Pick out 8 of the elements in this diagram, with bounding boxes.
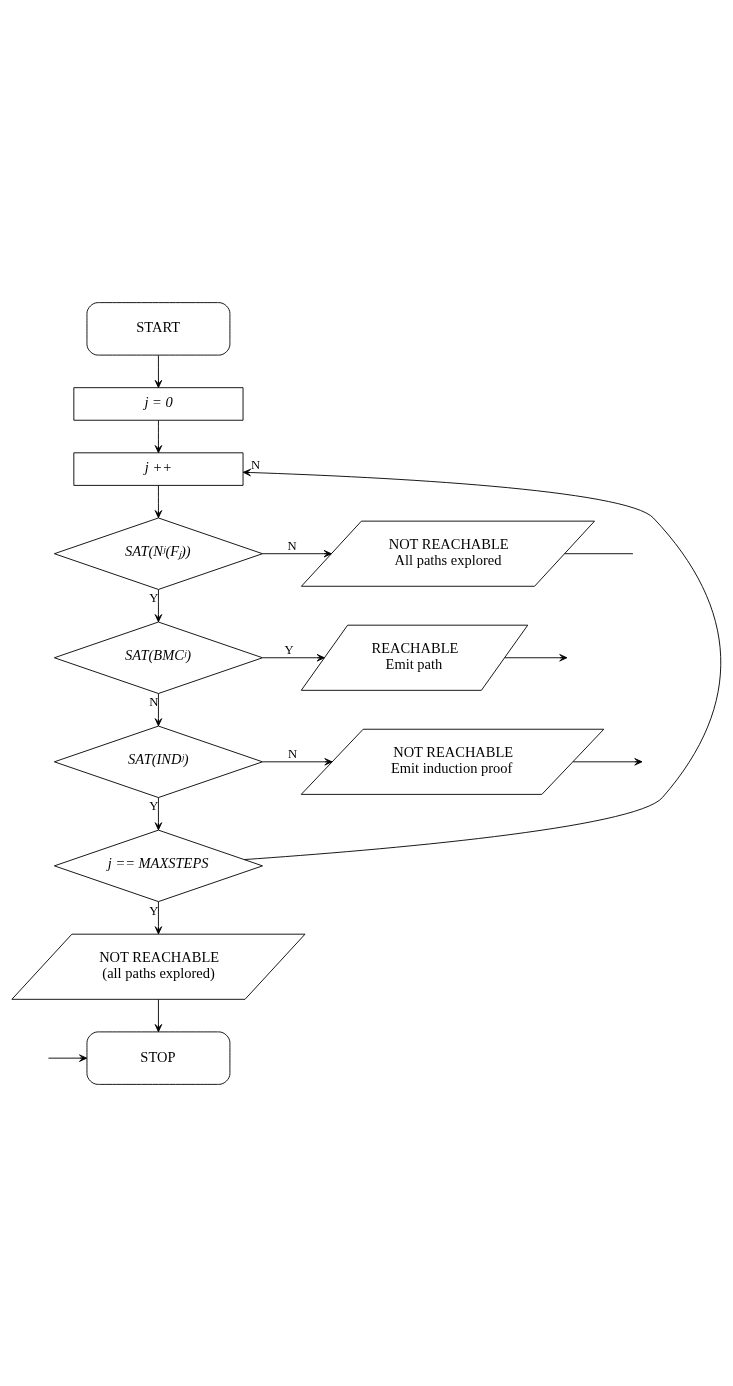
edge-label: Y — [149, 798, 159, 813]
edge-label: N — [251, 457, 261, 472]
edge-label: N — [287, 746, 298, 761]
edge-label: Y — [149, 903, 159, 918]
edge-label: N — [287, 538, 297, 553]
edge-label: Y — [149, 590, 159, 605]
edge-label: Y — [284, 642, 294, 657]
edge-label: N — [149, 694, 159, 709]
